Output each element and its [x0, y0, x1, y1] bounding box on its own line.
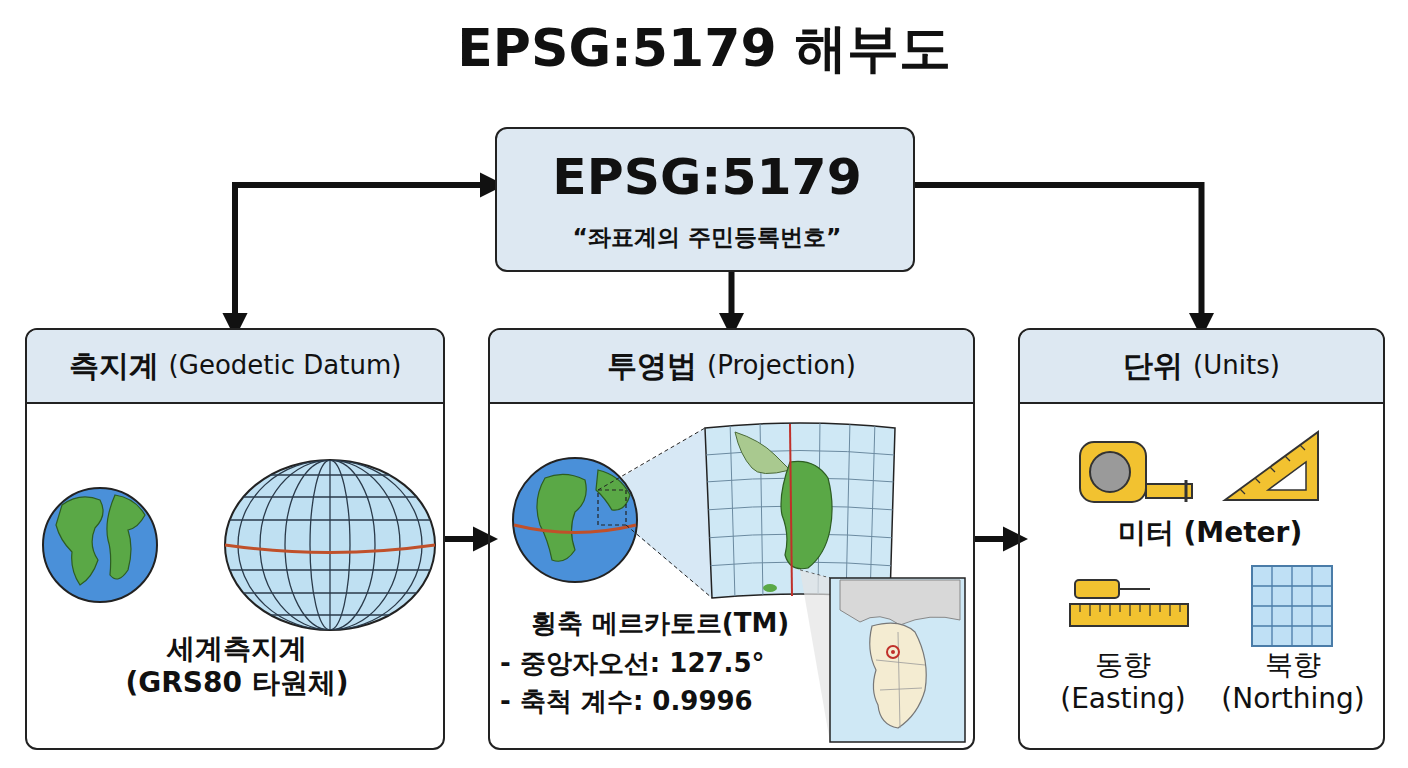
- crs-code: EPSG:5179: [497, 147, 917, 207]
- inset-map: [800, 570, 965, 742]
- projected-map: [705, 420, 895, 600]
- panel-heading-english: (Projection): [707, 350, 856, 381]
- panel-heading-english: (Geodetic Datum): [169, 350, 402, 381]
- earth-globe: [43, 488, 157, 602]
- panel-text: 미터 (Meter): [1090, 516, 1330, 550]
- panel-text: - 축척 계수: 0.9996: [500, 686, 820, 717]
- projection-globe: [513, 428, 712, 598]
- panel-header: 투영법 (Projection): [490, 330, 973, 404]
- crs-nickname: “좌표계의 주민등록번호”: [497, 223, 917, 251]
- connector-arrow: [445, 536, 488, 542]
- connector-arrow: [975, 536, 1018, 542]
- panel-heading: 단위: [1123, 348, 1183, 384]
- connector-arrow: [729, 272, 735, 328]
- panel-heading: 투영법: [607, 348, 697, 384]
- panel-text: 북향 (Northing): [1207, 648, 1379, 715]
- crs-code-box: EPSG:5179 “좌표계의 주민등록번호”: [495, 127, 915, 272]
- datum-panel: 측지계 (Geodetic Datum) 세계측지계 (GRS80 타원체): [25, 328, 445, 750]
- panel-heading-english: (Units): [1193, 350, 1280, 381]
- grs80-ellipsoid: [220, 455, 440, 635]
- grid-icon: [1252, 566, 1332, 646]
- connector-arrow: [915, 185, 1202, 328]
- panel-header: 단위 (Units): [1020, 330, 1383, 404]
- panel-text: 동향 (Easting): [1043, 648, 1203, 715]
- tape-ruler-icon: [1070, 580, 1188, 626]
- tape-measure-icon: [1080, 442, 1192, 502]
- panel-text: - 중앙자오선: 127.5°: [500, 648, 820, 679]
- panel-text: 세계측지계 (GRS80 타원체): [107, 632, 367, 699]
- panel-heading: 측지계: [69, 348, 159, 384]
- connector-arrow: [235, 185, 495, 328]
- units-panel: 단위 (Units) 미터 (Meter) 동향 (Easting)북향 (North…: [1018, 328, 1385, 750]
- panel-text: 횡축 메르카토르(TM): [500, 608, 820, 639]
- projection-panel: 투영법 (Projection) 횡축 메르카토르(TM) - 중앙자오선: 127.…: [488, 328, 975, 750]
- triangle-ruler-icon: [1225, 432, 1318, 500]
- diagram-title: EPSG:5179 해부도: [0, 14, 1408, 84]
- panel-header: 측지계 (Geodetic Datum): [27, 330, 443, 404]
